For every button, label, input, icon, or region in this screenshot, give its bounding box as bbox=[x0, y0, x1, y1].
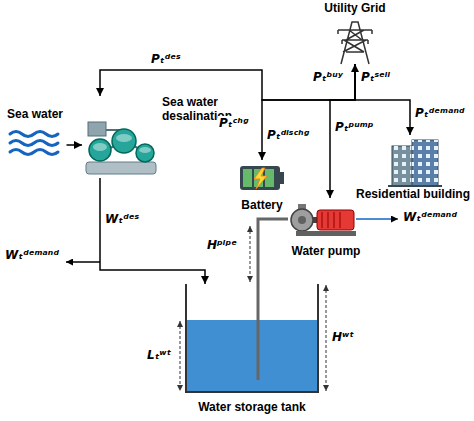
battery-icon bbox=[254, 168, 267, 189]
component-node: Utility Grid bbox=[300, 2, 410, 64]
signal-label: Pₜᵖᵘᵐᵖ bbox=[334, 120, 374, 134]
desalination-plant-icon bbox=[86, 162, 156, 174]
variable-label: Pₜˢᵉˡˡ bbox=[360, 70, 391, 84]
pump-icon bbox=[322, 212, 340, 228]
desalination-plant-icon bbox=[89, 139, 111, 161]
flow-connector bbox=[100, 178, 205, 284]
battery-icon bbox=[240, 166, 284, 190]
pump-icon bbox=[317, 210, 354, 230]
tower-icon bbox=[338, 30, 372, 44]
desalination-plant-icon bbox=[116, 134, 132, 142]
flow-connector bbox=[67, 144, 83, 146]
desalination-plant-icon bbox=[88, 122, 106, 136]
sea-waves bbox=[10, 132, 58, 137]
variable-label: Lₜʷᵗ bbox=[146, 348, 172, 362]
component-node: Battery bbox=[228, 160, 296, 214]
storage-tank bbox=[187, 320, 317, 391]
variable-label: Hʷᵗ bbox=[331, 330, 355, 344]
storage-tank bbox=[257, 284, 260, 380]
desalination-plant-icon bbox=[86, 122, 156, 174]
variable-label: Wₜᵈᵉᵐᵃⁿᵈ bbox=[402, 210, 458, 224]
component-label: Residential building bbox=[356, 188, 470, 202]
building-icon bbox=[412, 140, 438, 186]
flow-connector bbox=[262, 64, 355, 160]
signal-label: Pₜᵈᵉᵐᵃⁿᵈ bbox=[414, 106, 466, 120]
desalination-plant-icon bbox=[136, 144, 154, 162]
desalination-plant-icon bbox=[93, 143, 107, 151]
battery-icon bbox=[243, 169, 252, 187]
dimension-line bbox=[250, 226, 251, 282]
component-node: Water storage tank bbox=[182, 284, 322, 416]
flow-arrow bbox=[66, 261, 100, 263]
component-label: Sea water bbox=[7, 108, 63, 122]
variable-label: Hᵖⁱᵖᵉ bbox=[206, 238, 238, 252]
component-node: Water pump bbox=[288, 198, 364, 260]
variable-label: Pₜᵈⁱˢᶜʰᵍ bbox=[266, 128, 311, 142]
signal-label: Pₜᵈᵉˢ bbox=[150, 52, 182, 66]
battery-icon bbox=[240, 166, 280, 190]
component-label: Water storage tank bbox=[198, 401, 306, 415]
component-label: Battery bbox=[241, 199, 282, 213]
pump-icon bbox=[291, 204, 356, 236]
sea-waves bbox=[10, 141, 58, 146]
storage-tank bbox=[186, 284, 318, 392]
pump-icon bbox=[296, 231, 356, 236]
component-label: Water pump bbox=[292, 245, 361, 259]
tower-icon bbox=[338, 22, 372, 64]
flow-connector bbox=[258, 219, 288, 284]
sea-waves bbox=[10, 132, 58, 155]
storage-tank bbox=[186, 284, 318, 392]
sea-waves bbox=[10, 150, 58, 155]
building-icon bbox=[412, 140, 438, 186]
variable-label: Pₜᶜʰᵍ bbox=[218, 116, 250, 130]
flow-connector bbox=[100, 64, 355, 100]
variable-label: Wₜᵈᵉᵐᵃⁿᵈ bbox=[4, 248, 60, 262]
pump-icon bbox=[313, 217, 317, 223]
component-node: Residential building bbox=[354, 135, 472, 203]
pump-icon bbox=[298, 216, 306, 224]
desalination-plant-icon bbox=[139, 147, 151, 153]
building-icon bbox=[388, 140, 442, 187]
desalination-plant-icon bbox=[112, 129, 136, 153]
component-node: Sea water desalination bbox=[82, 96, 242, 178]
dimension-line bbox=[326, 285, 327, 391]
battery-icon bbox=[280, 172, 284, 184]
tower-icon bbox=[338, 22, 372, 64]
battery-icon bbox=[265, 169, 274, 187]
dimension-line bbox=[180, 321, 181, 391]
flow-arrow bbox=[356, 218, 398, 220]
variable-label: Pₜᵇᵘʸ bbox=[312, 70, 344, 84]
component-node: Sea water bbox=[4, 108, 67, 160]
pump-icon bbox=[291, 209, 313, 231]
component-label: Utility Grid bbox=[324, 2, 385, 16]
signal-label: Wₜᵈᵉˢ bbox=[104, 212, 140, 226]
building-icon bbox=[388, 185, 442, 187]
